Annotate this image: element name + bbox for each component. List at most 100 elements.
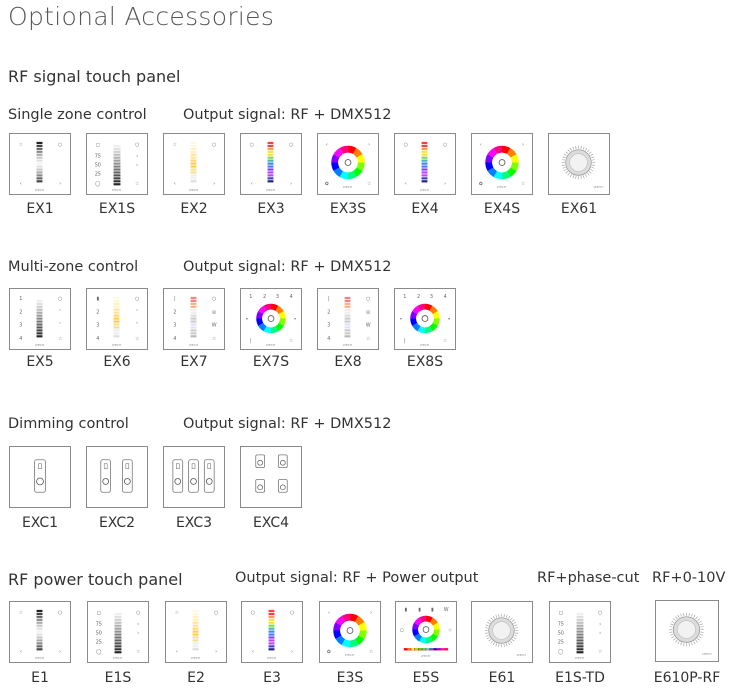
svg-text:✿: ✿	[325, 181, 329, 187]
svg-text:2: 2	[263, 294, 266, 300]
svg-text:LTECH: LTECH	[594, 185, 603, 189]
svg-text:○: ○	[366, 296, 370, 302]
section-heading-rf-signal: RF signal touch panel	[8, 67, 181, 86]
product-image-exc3	[163, 446, 225, 508]
svg-text:3: 3	[96, 322, 99, 328]
svg-text:|: |	[174, 296, 176, 302]
product-image-e5s: ▮▮▮W○☆LTECH	[395, 601, 457, 663]
svg-text:☆: ☆	[212, 336, 217, 342]
svg-text:◎: ◎	[366, 310, 371, 316]
svg-text:‹: ‹	[137, 622, 139, 628]
svg-text:‹: ‹	[174, 181, 176, 187]
multi-zone-heading: Multi-zone control	[8, 259, 139, 275]
product-image-ex61: LTECH	[548, 133, 610, 195]
svg-text:‹: ‹	[405, 181, 407, 187]
svg-text:W: W	[366, 322, 371, 328]
product-image-ex3: ○○‹›LTECH	[240, 133, 302, 195]
ex3s-panel-drawing: ‹›✿☆LTECH	[325, 142, 372, 189]
svg-text:▮: ▮	[418, 607, 421, 613]
ex4-panel-drawing: ○○‹›LTECH	[404, 142, 448, 192]
svg-text:○: ○	[212, 296, 216, 302]
product-image-e3: ○○‹›LTECH	[241, 601, 303, 663]
product-label-e610p-rf: E610P-RF	[653, 670, 721, 686]
product-label-e61: E61	[488, 670, 516, 686]
svg-text:☆: ☆	[366, 336, 371, 342]
exc4-panel-drawing	[255, 454, 288, 493]
svg-text:LTECH: LTECH	[343, 185, 352, 189]
product-label-exc3: EXC3	[175, 515, 213, 531]
svg-text:☆: ☆	[19, 142, 24, 148]
svg-text:LTECH: LTECH	[267, 656, 276, 660]
product-label-ex1: EX1	[26, 201, 54, 217]
svg-text:☆: ☆	[136, 649, 141, 655]
svg-text:○: ○	[290, 610, 294, 616]
svg-text:25: 25	[96, 639, 102, 645]
svg-text:›: ›	[599, 630, 601, 636]
svg-text:☆: ☆	[369, 649, 374, 655]
svg-text:2: 2	[327, 310, 330, 316]
page-title: Optional Accessories	[8, 2, 275, 31]
svg-text:LTECH: LTECH	[266, 188, 275, 192]
svg-text:LTECH: LTECH	[189, 188, 198, 192]
exc3-panel-drawing	[172, 459, 215, 493]
svg-text:|: |	[250, 338, 252, 344]
product-label-ex1s: EX1S	[98, 201, 136, 217]
product-label-e3: E3	[263, 670, 281, 686]
svg-text:LTECH: LTECH	[421, 654, 430, 658]
svg-text:›: ›	[59, 181, 61, 187]
svg-text:○: ○	[289, 142, 293, 148]
svg-text:‹: ‹	[326, 142, 328, 148]
ex6-panel-drawing: ▮234○˄˅☆LTECH	[96, 296, 140, 347]
svg-text:☆: ☆	[135, 181, 140, 187]
svg-text:☆: ☆	[448, 628, 453, 634]
svg-text:›: ›	[444, 181, 446, 187]
svg-text:4: 4	[290, 294, 293, 300]
zero-ten-volt-heading: RF+0-10V	[652, 570, 726, 586]
svg-text:1: 1	[19, 296, 22, 302]
svg-text:○: ○	[251, 610, 255, 616]
svg-text:☆: ☆	[521, 181, 526, 187]
svg-text:◯: ◯	[95, 181, 101, 187]
svg-text:3: 3	[173, 322, 176, 328]
svg-text:○: ○	[443, 142, 447, 148]
svg-text:◯: ◯	[96, 649, 102, 655]
product-label-exc4: EXC4	[252, 515, 290, 531]
svg-text:◎: ◎	[212, 310, 217, 316]
product-image-exc4	[240, 446, 302, 508]
svg-text:˅: ˅	[59, 321, 61, 328]
svg-text:4: 4	[173, 336, 176, 342]
svg-text:1: 1	[403, 294, 406, 300]
product-label-ex3s: EX3S	[329, 201, 367, 217]
product-label-ex7: EX7	[180, 354, 208, 370]
svg-text:•: •	[245, 316, 248, 322]
product-label-ex61: EX61	[560, 201, 598, 217]
svg-text:›: ›	[137, 630, 139, 636]
product-image-ex3s: ‹›✿☆LTECH	[317, 133, 379, 195]
exc1-panel-drawing	[34, 459, 46, 493]
svg-text:○: ○	[58, 296, 62, 302]
svg-text:‹: ‹	[20, 181, 22, 187]
product-label-ex6: EX6	[103, 354, 131, 370]
product-label-e1s: E1S	[104, 670, 132, 686]
svg-text:›: ›	[370, 610, 372, 616]
svg-text:☆: ☆	[135, 336, 140, 342]
exc2-panel-drawing	[100, 459, 133, 493]
svg-text:LTECH: LTECH	[191, 656, 200, 660]
svg-text:LTECH: LTECH	[35, 656, 44, 660]
svg-text:☆: ☆	[443, 338, 448, 344]
product-label-e5s: E5S	[412, 670, 440, 686]
svg-text:2: 2	[417, 294, 420, 300]
svg-text:○: ○	[58, 142, 62, 148]
svg-text:○: ○	[598, 610, 602, 616]
svg-text:1: 1	[249, 294, 252, 300]
svg-text:▮: ▮	[404, 607, 407, 613]
dimming-heading: Dimming control	[8, 416, 129, 432]
